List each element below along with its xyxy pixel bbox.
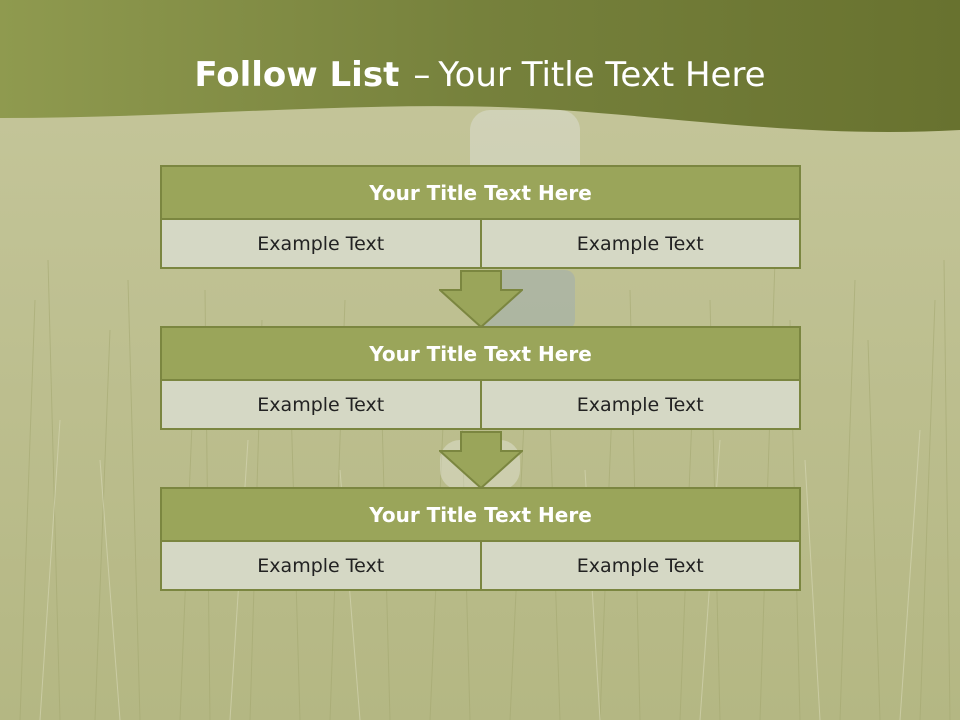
list-block-2: Your Title Text Here Example Text Exampl… xyxy=(160,326,801,430)
block-cell-left: Example Text xyxy=(160,220,482,269)
block-row: Example Text Example Text xyxy=(160,381,801,430)
block-cell-right: Example Text xyxy=(481,220,801,269)
down-arrow-icon xyxy=(439,431,523,489)
slide-title: Follow List–Your Title Text Here xyxy=(0,55,960,95)
block-title: Your Title Text Here xyxy=(160,326,801,381)
list-block-1: Your Title Text Here Example Text Exampl… xyxy=(160,165,801,269)
block-row: Example Text Example Text xyxy=(160,220,801,269)
title-rest-part: Your Title Text Here xyxy=(438,55,766,95)
title-bold-part: Follow List xyxy=(194,55,400,95)
block-row: Example Text Example Text xyxy=(160,542,801,591)
block-cell-left: Example Text xyxy=(160,381,482,430)
down-arrow-icon xyxy=(439,270,523,328)
block-cell-right: Example Text xyxy=(481,542,801,591)
block-cell-left: Example Text xyxy=(160,542,482,591)
list-block-3: Your Title Text Here Example Text Exampl… xyxy=(160,487,801,591)
block-title: Your Title Text Here xyxy=(160,487,801,542)
header-band xyxy=(0,0,960,132)
block-cell-right: Example Text xyxy=(481,381,801,430)
block-title: Your Title Text Here xyxy=(160,165,801,220)
title-dash: – xyxy=(413,55,431,95)
